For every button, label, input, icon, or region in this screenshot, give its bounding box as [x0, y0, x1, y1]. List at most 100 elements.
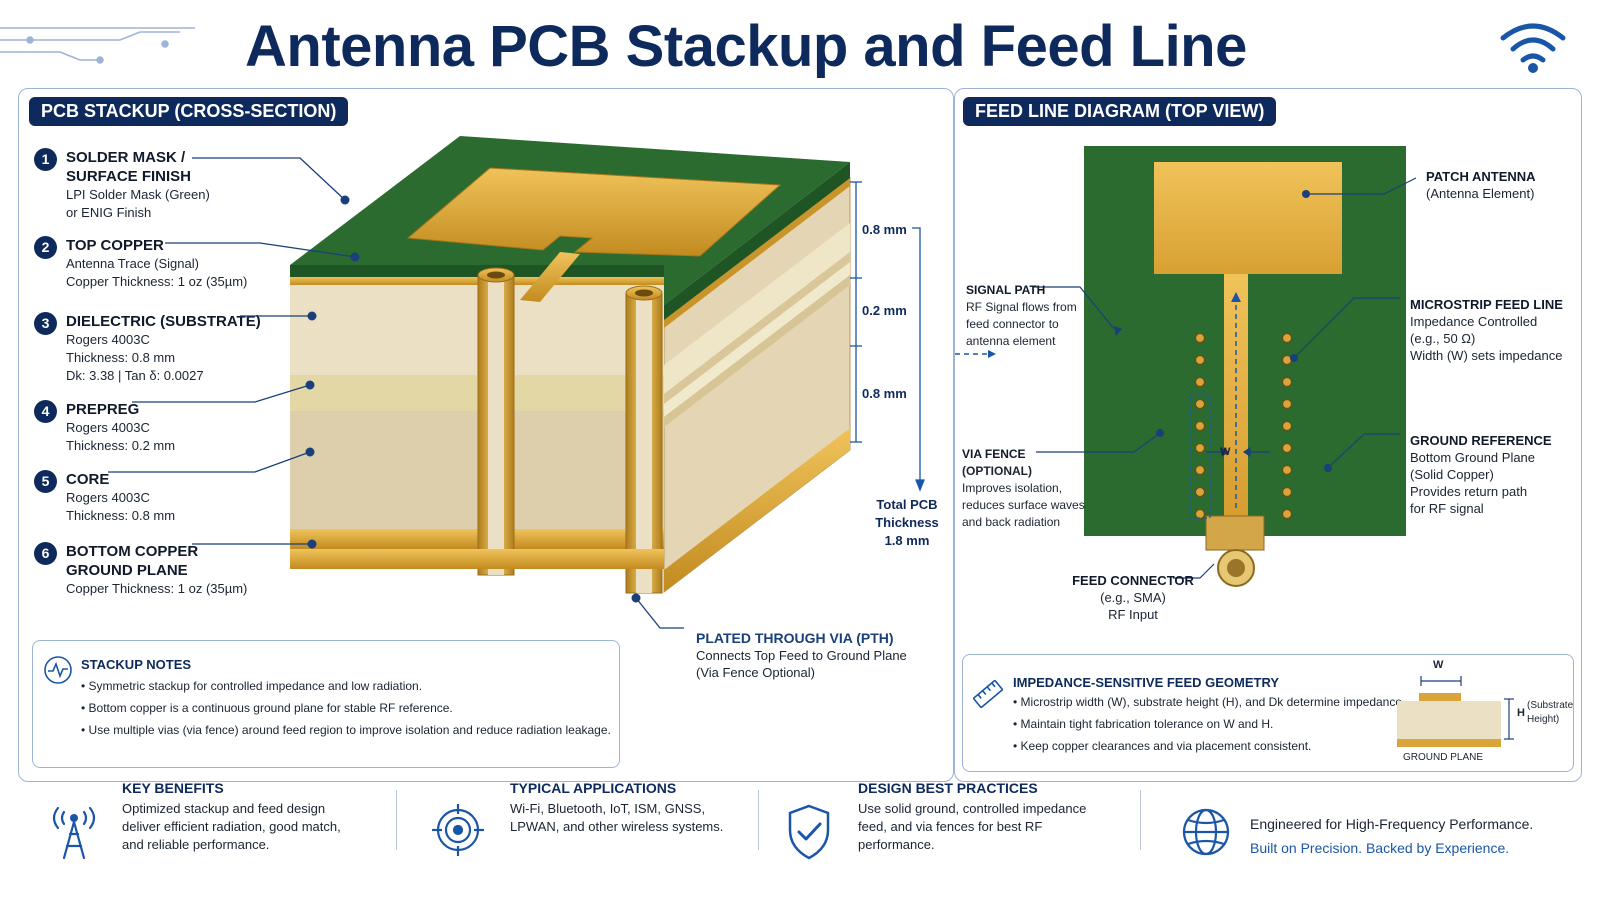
h-note-line: Height)	[1527, 714, 1560, 725]
layer-detail: Rogers 4003C	[66, 332, 150, 347]
total-thickness-line: Total PCB	[876, 497, 938, 512]
footer-text: LPWAN, and other wireless systems.	[510, 819, 724, 834]
layer-item: 3 DIELECTRIC (SUBSTRATE) Rogers 4003C Th…	[34, 312, 274, 385]
geometry-item: Maintain tight fabrication tolerance on …	[1013, 713, 1405, 735]
stackup-cross-section-illustration	[108, 136, 925, 629]
w-label: W	[1433, 659, 1444, 671]
footer-text: feed, and via fences for best RF	[858, 819, 1043, 834]
footer-text: deliver efficient radiation, good match,	[122, 819, 341, 834]
via-fence-detail: reduces surface waves	[962, 498, 1085, 512]
patch-title: PATCH ANTENNA	[1426, 169, 1536, 184]
signal-title: SIGNAL PATH	[966, 283, 1046, 297]
footer-divider	[396, 790, 397, 850]
layer-detail: Thickness: 0.2 mm	[66, 438, 176, 453]
dimension-label: 0.8 mm	[862, 386, 907, 401]
total-thickness-line: 1.8 mm	[884, 533, 930, 548]
ground-detail: (Solid Copper)	[1410, 467, 1494, 482]
connector-detail: (e.g., SMA)	[1100, 590, 1166, 605]
layer-detail: Rogers 4003C	[66, 490, 150, 505]
ground-detail: Provides return path	[1410, 484, 1528, 499]
footer-text: performance.	[858, 837, 935, 852]
signal-path-label: SIGNAL PATH RF Signal flows from feed co…	[966, 282, 1096, 350]
layer-number-badge: 2	[34, 236, 57, 259]
circuit-decoration-icon	[0, 27, 195, 64]
feed-connector-label: FEED CONNECTOR (e.g., SMA) RF Input	[1068, 572, 1198, 623]
geometry-item: Keep copper clearances and via placement…	[1013, 735, 1405, 757]
layer-detail: Antenna Trace (Signal)	[66, 256, 199, 271]
feed-geometry-box: IMPEDANCE-SENSITIVE FEED GEOMETRY Micros…	[962, 654, 1574, 772]
patch-antenna-label: PATCH ANTENNA (Antenna Element)	[1426, 168, 1576, 202]
target-icon	[432, 804, 484, 856]
microstrip-title: MICROSTRIP FEED LINE	[1410, 297, 1563, 312]
ground-detail: for RF signal	[1410, 501, 1484, 516]
footer-tagline: Engineered for High-Frequency Performanc…	[1250, 812, 1533, 900]
signal-detail: feed connector to	[966, 317, 1059, 331]
footer-typical-applications: TYPICAL APPLICATIONS Wi-Fi, Bluetooth, I…	[510, 780, 723, 880]
via-fence-label: VIA FENCE (OPTIONAL) Improves isolation,…	[962, 446, 1102, 531]
footer-text: Optimized stackup and feed design	[122, 801, 326, 816]
total-thickness-line: Thickness	[875, 515, 939, 530]
via-title: PLATED THROUGH VIA (PTH)	[696, 630, 894, 646]
layer-detail: LPI Solder Mask (Green)	[66, 187, 210, 202]
layer-number-badge: 5	[34, 470, 57, 493]
via-fence-title: VIA FENCE	[962, 447, 1026, 461]
microstrip-cross-section-icon	[1397, 676, 1514, 747]
ground-plane-label: GROUND PLANE	[1403, 752, 1484, 763]
signal-detail: RF Signal flows from	[966, 300, 1077, 314]
stackup-panel-tag: PCB STACKUP (CROSS-SECTION)	[29, 97, 349, 126]
layer-title: DIELECTRIC (SUBSTRATE)	[66, 313, 261, 330]
layer-title: GROUND PLANE	[66, 562, 188, 579]
h-note-line: (Substrate	[1527, 700, 1574, 711]
microstrip-label: MICROSTRIP FEED LINE Impedance Controlle…	[1410, 296, 1580, 364]
connector-title: FEED CONNECTOR	[1072, 573, 1194, 588]
layer-number-badge: 4	[34, 400, 57, 423]
layer-detail: Copper Thickness: 1 oz (35µm)	[66, 581, 248, 596]
layer-title: CORE	[66, 471, 110, 488]
shield-check-icon	[788, 804, 830, 860]
dimension-label: 0.2 mm	[862, 303, 907, 318]
footer-text: Wi-Fi, Bluetooth, IoT, ISM, GNSS,	[510, 801, 706, 816]
tagline-line: Engineered for High-Frequency Performanc…	[1250, 816, 1534, 832]
total-thickness-label: Total PCB Thickness 1.8 mm	[862, 496, 952, 550]
wifi-icon	[1500, 23, 1566, 73]
via-fence-detail: and back radiation	[962, 515, 1061, 529]
layer-number-badge: 3	[34, 312, 57, 335]
footer-title: DESIGN BEST PRACTICES	[858, 780, 1038, 796]
layer-number-badge: 6	[34, 542, 57, 565]
layer-title: TOP COPPER	[66, 237, 164, 254]
feed-panel-tag: FEED LINE DIAGRAM (TOP VIEW)	[963, 97, 1277, 126]
footer-text: Use solid ground, controlled impedance	[858, 801, 1087, 816]
globe-icon	[1182, 808, 1230, 856]
footer-text: and reliable performance.	[122, 837, 270, 852]
h-label: H	[1517, 707, 1525, 719]
signal-detail: antenna element	[966, 334, 1056, 348]
layer-detail: or ENIG Finish	[66, 205, 152, 220]
footer-divider	[758, 790, 759, 850]
patch-detail: (Antenna Element)	[1426, 186, 1535, 201]
layer-title: PREPREG	[66, 401, 140, 418]
footer-design-best-practices: DESIGN BEST PRACTICES Use solid ground, …	[858, 780, 1086, 880]
microstrip-detail: Impedance Controlled	[1410, 314, 1538, 329]
layer-item: 5 CORE Rogers 4003C Thickness: 0.8 mm	[34, 470, 274, 525]
via-fence-title: (OPTIONAL)	[962, 464, 1032, 478]
feed-line-top-view-illustration	[954, 146, 1417, 587]
layer-title: SURFACE FINISH	[66, 168, 192, 185]
ruler-icon	[973, 680, 1003, 708]
stackup-notes-title: STACKUP NOTES	[81, 657, 192, 672]
layer-item: 2 TOP COPPER Antenna Trace (Signal) Copp…	[34, 236, 274, 291]
layer-title: BOTTOM COPPER	[66, 543, 199, 560]
via-label: PLATED THROUGH VIA (PTH) Connects Top Fe…	[696, 630, 907, 681]
ground-detail: Bottom Ground Plane	[1410, 450, 1536, 465]
pulse-icon	[44, 656, 72, 684]
w-marker-label: W	[1220, 446, 1231, 458]
note-item: Use multiple vias (via fence) around fee…	[81, 719, 611, 741]
via-detail: (Via Fence Optional)	[696, 665, 815, 680]
footer-divider	[1140, 790, 1141, 850]
connector-detail: RF Input	[1108, 607, 1158, 622]
layer-detail: Rogers 4003C	[66, 420, 150, 435]
layer-detail: Dk: 3.38 | Tan δ: 0.0027	[66, 368, 204, 383]
ground-title: GROUND REFERENCE	[1410, 433, 1552, 448]
feed-geometry-title: IMPEDANCE-SENSITIVE FEED GEOMETRY	[1013, 675, 1280, 690]
footer-title: TYPICAL APPLICATIONS	[510, 780, 677, 796]
footer-key-benefits: KEY BENEFITS Optimized stackup and feed …	[122, 780, 341, 880]
